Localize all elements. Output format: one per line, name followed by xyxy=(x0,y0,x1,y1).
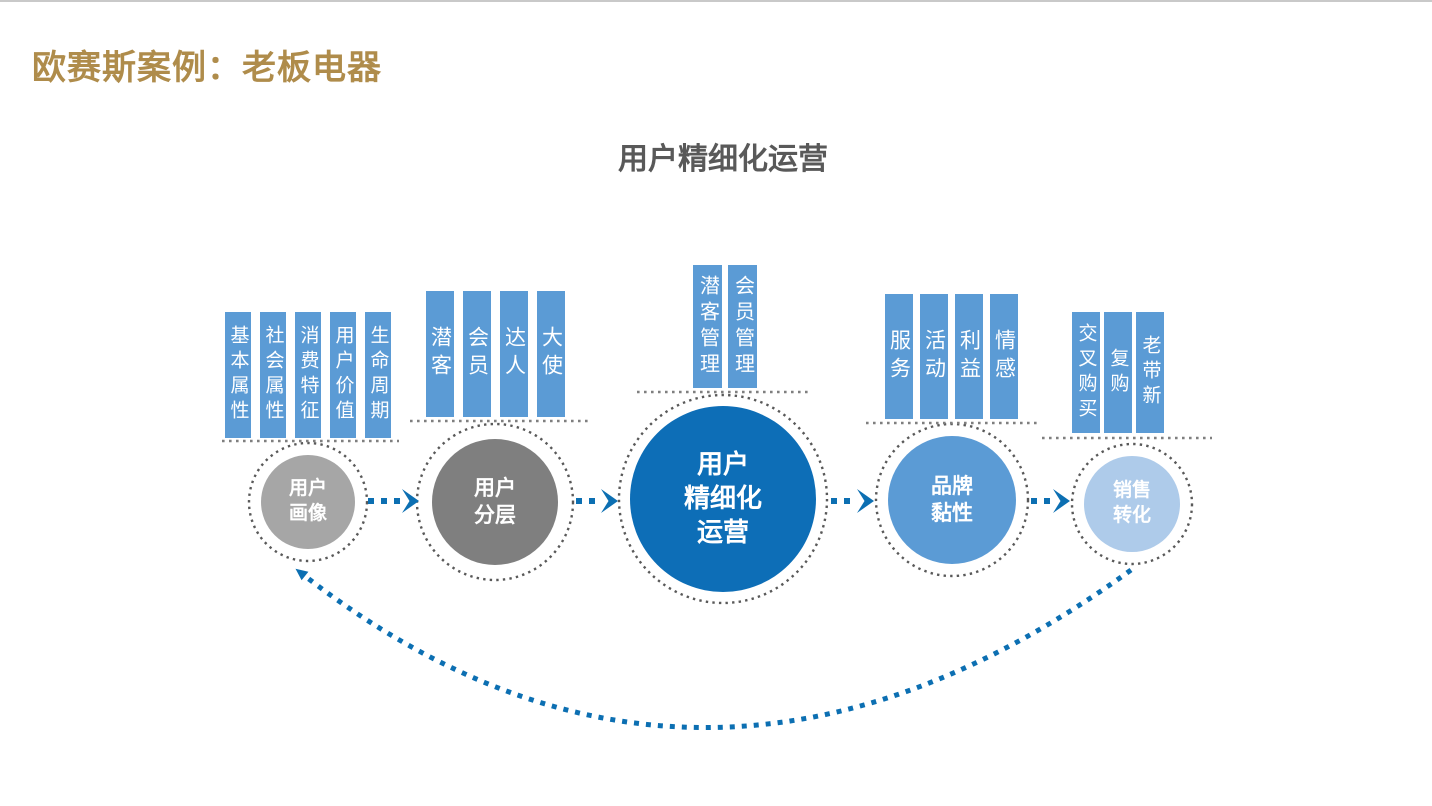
dotted-ring-refined-operation xyxy=(617,393,829,605)
flow-arrow-1-head-icon xyxy=(402,489,419,513)
diagram-title: 用户精细化运营 xyxy=(618,143,828,176)
circle-label-line: 用户 xyxy=(474,476,516,500)
circle-label-line: 分层 xyxy=(474,504,516,527)
bar-basic-attributes: 基本属性 xyxy=(225,312,251,438)
bar-members: 会员 xyxy=(463,291,491,417)
bar-repurchase: 复购 xyxy=(1104,312,1132,433)
circle-sales-conversion: 销售 转化 xyxy=(1084,456,1180,552)
bar-benefit: 利益 xyxy=(955,294,983,419)
bar-prospect-management: 潜客管理 xyxy=(693,265,722,388)
circle-brand-stickiness: 品牌 黏性 xyxy=(888,436,1016,564)
bar-activity: 活动 xyxy=(920,294,948,419)
page-title: 欧赛斯案例：老板电器 xyxy=(32,49,382,87)
flow-arrow-3-head-icon xyxy=(857,489,874,513)
bar-social-attributes: 社会属性 xyxy=(260,312,286,438)
flow-arrow-4-head-icon xyxy=(1053,489,1070,513)
circle-label-line: 运营 xyxy=(696,516,749,547)
flow-arrow-2-head-icon xyxy=(601,489,618,513)
bar-emotion: 情感 xyxy=(990,294,1018,419)
circle-refined-operation: 用户 精细化 运营 xyxy=(630,406,816,592)
bar-ambassadors: 大使 xyxy=(537,291,565,417)
circle-label-line: 用户 xyxy=(696,449,749,480)
return-loop-arrow-head-icon xyxy=(295,568,309,581)
bar-member-management: 会员管理 xyxy=(728,265,757,388)
bar-cross-purchase: 交叉购买 xyxy=(1072,312,1100,433)
circle-label-line: 黏性 xyxy=(931,502,973,525)
return-loop-arrow-line xyxy=(303,567,1133,730)
circle-user-segmentation: 用户 分层 xyxy=(432,439,558,565)
dotted-ring-sales-conversion xyxy=(1070,442,1194,566)
bar-lifecycle: 生命周期 xyxy=(365,312,391,438)
circle-label-line: 画像 xyxy=(288,503,327,524)
bar-prospects: 潜客 xyxy=(426,291,454,417)
circle-user-portrait: 用户 画像 xyxy=(261,455,355,549)
circle-label-line: 转化 xyxy=(1112,505,1151,526)
bar-user-value: 用户价值 xyxy=(330,312,356,438)
dotted-ring-user-portrait xyxy=(247,441,369,563)
circle-label-line: 用户 xyxy=(288,478,327,500)
circle-label-line: 精细化 xyxy=(683,483,762,514)
bar-consumption-traits: 消费特征 xyxy=(295,312,321,438)
circle-label-line: 销售 xyxy=(1112,480,1151,502)
bar-experts: 达人 xyxy=(500,291,528,417)
bar-referral: 老带新 xyxy=(1136,312,1164,433)
top-border-line xyxy=(0,0,1432,2)
circle-label-line: 品牌 xyxy=(931,474,973,498)
bar-service: 服务 xyxy=(885,294,913,419)
